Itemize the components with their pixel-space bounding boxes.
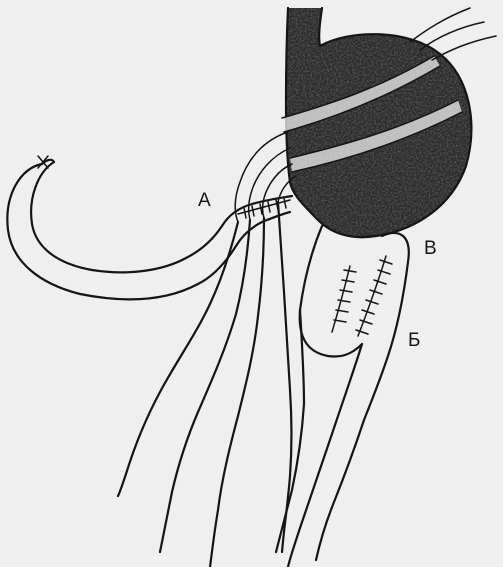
label-v: В [424,238,437,259]
label-a: А [198,190,211,211]
descending-loops [118,202,304,567]
label-b: Б [408,330,420,351]
stomach-pouch [280,0,480,245]
suture-vertical [332,256,392,336]
duodenal-segment [288,226,409,567]
